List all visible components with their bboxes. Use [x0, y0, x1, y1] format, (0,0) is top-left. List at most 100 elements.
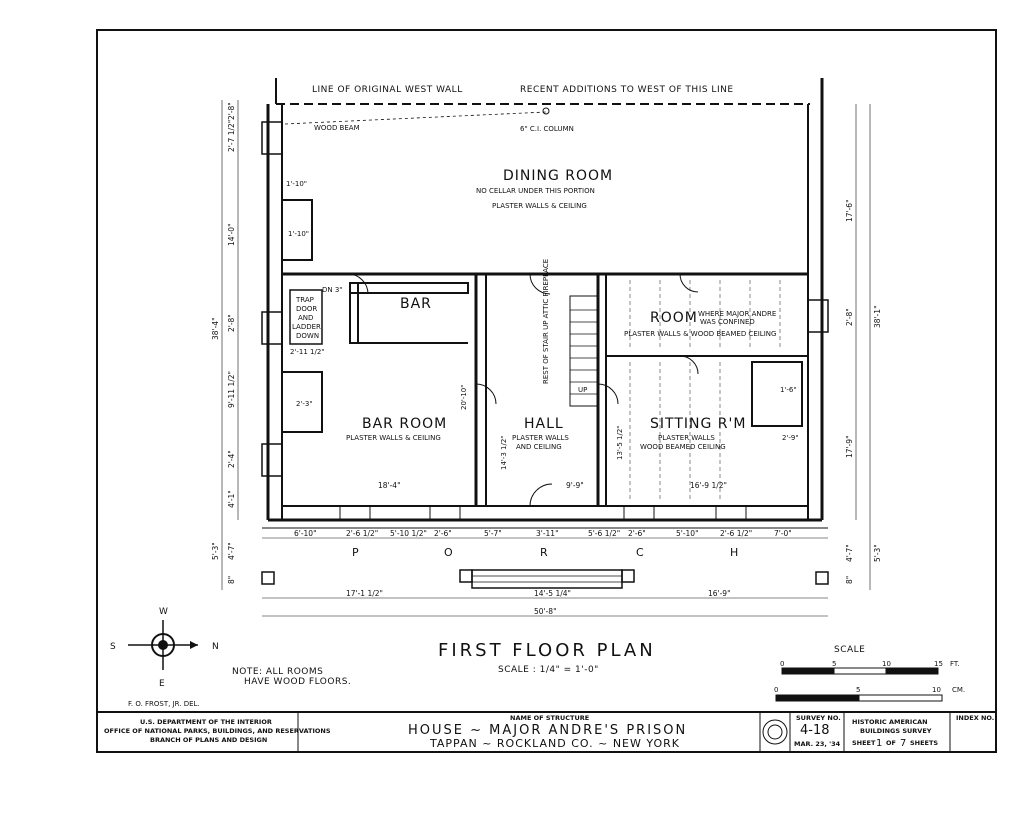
tb-name-label: NAME OF STRUCTURE: [510, 714, 589, 722]
dim-misc-1: 1'-10": [286, 180, 307, 188]
dim-left-9: 4'-7": [227, 542, 236, 560]
dimension-lines: [221, 100, 871, 617]
dim-porch-1: 17'-1 1/2": [346, 589, 383, 598]
scale-cm-5: 5: [856, 686, 860, 694]
dim-right-porch: 5'-3": [873, 544, 882, 562]
compass-s: S: [110, 642, 116, 652]
dim-front-3: 5'-10 1/2": [390, 529, 427, 538]
tb-index-label: INDEX NO.: [956, 714, 994, 722]
dim-sitting-width: 16'-9 1/2": [690, 481, 727, 490]
stair-note: REST OF STAIR UP ATTIC FIREPLACE: [542, 259, 550, 384]
tb-survey-no: 4-18: [800, 723, 830, 738]
sitting-room-finish-1: PLASTER WALLS: [658, 434, 715, 442]
dim-front-4: 2'-6": [434, 529, 452, 538]
dim-misc-6: 2'-3": [296, 400, 313, 408]
dim-front-1: 6'-10": [294, 529, 317, 538]
compass-e: E: [159, 679, 165, 689]
dim-right-1: 17'-6": [845, 199, 854, 222]
trap-door-5: DOWN: [296, 332, 319, 340]
scale-cm-10: 10: [932, 686, 941, 694]
dim-right-3: 17'-9": [845, 435, 854, 458]
scale-text: SCALE : 1/4" = 1'-0": [498, 665, 599, 675]
tb-habs-1: HISTORIC AMERICAN: [852, 718, 928, 726]
sheet-title: FIRST FLOOR PLAN: [438, 640, 656, 661]
sheet-border: [96, 29, 997, 753]
dim-front-8: 2'-6": [628, 529, 646, 538]
scale-ft-unit: FT.: [950, 660, 960, 668]
dim-left-1: 2'-8": [227, 102, 236, 120]
original-wall-label: LINE OF ORIGINAL WEST WALL: [312, 85, 463, 95]
tb-sheet-total: 7: [900, 738, 906, 749]
hall-finish-2: AND CEILING: [516, 443, 562, 451]
dim-left-7: 4'-1": [227, 490, 236, 508]
dim-front-6: 3'-11": [536, 529, 559, 538]
column-symbol: [542, 107, 550, 115]
dining-room-name: DINING ROOM: [503, 168, 613, 184]
scale-bar-cm: [775, 694, 943, 702]
north-arrow: [128, 620, 198, 670]
dim-misc-12: 14'-3 1/2": [500, 435, 508, 470]
dim-overall: 50'-8": [534, 607, 557, 616]
tb-sheet-of: OF: [886, 739, 896, 747]
dim-left-6: 2'-4": [227, 450, 236, 468]
dim-right-4: 4'-7": [845, 544, 854, 562]
dim-left-3: 14'-0": [227, 223, 236, 246]
dim-hall-width: 9'-9": [566, 481, 584, 490]
porch-letter-r: R: [540, 546, 549, 559]
scale-heading: SCALE: [834, 645, 865, 655]
dim-front-5: 5'-7": [484, 529, 502, 538]
dim-front-11: 7'-0": [774, 529, 792, 538]
tb-sheets-label: SHEETS: [910, 739, 938, 747]
bar-label: BAR: [400, 296, 432, 312]
tb-agency-2: OFFICE OF NATIONAL PARKS, BUILDINGS, AND…: [104, 727, 331, 735]
dim-left-4: 2'-8": [227, 314, 236, 332]
dim-left-8: 5'-3": [211, 542, 220, 560]
wood-beam-line: [284, 111, 547, 125]
dining-room-finish: PLASTER WALLS & CEILING: [492, 202, 587, 210]
porch-letter-h: H: [730, 546, 739, 559]
dim-left-2: 2'-7 1/2": [227, 120, 236, 152]
dim-porch-3: 16'-9": [708, 589, 731, 598]
tb-agency-3: BRANCH OF PLANS AND DESIGN: [150, 736, 267, 744]
tb-location: TAPPAN ~ ROCKLAND CO. ~ NEW YORK: [429, 737, 680, 750]
prison-room-note-2: WAS CONFINED: [700, 318, 755, 326]
tb-survey-date: MAR. 23, '34: [794, 740, 841, 748]
column-label: 6" C.I. COLUMN: [520, 125, 574, 133]
dim-front-9: 5'-10": [676, 529, 699, 538]
tb-survey-label: SURVEY NO.: [796, 714, 841, 722]
dim-porch-2: 14'-5 1/4": [534, 589, 571, 598]
recent-additions-label: RECENT ADDITIONS TO WEST OF THIS LINE: [520, 85, 734, 95]
tb-sheet-no: 1: [876, 738, 882, 749]
dim-misc-2: 1'-10": [288, 230, 309, 238]
dim-left-total: 38'-4": [211, 317, 220, 340]
dim-left-5: 9'-11 1/2": [227, 371, 236, 408]
tb-agency-1: U.S. DEPARTMENT OF THE INTERIOR: [140, 718, 272, 726]
note-line-2: HAVE WOOD FLOORS.: [244, 677, 351, 687]
wood-beam-label: WOOD BEAM: [314, 124, 360, 132]
floor-plan: [261, 78, 829, 589]
dim-bar-room-width: 18'-4": [378, 481, 401, 490]
dim-right-5: 8": [845, 576, 854, 584]
prison-room-finish: PLASTER WALLS & WOOD BEAMED CEILING: [624, 330, 776, 338]
scale-cm-0: 0: [774, 686, 778, 694]
dim-left-10: 8": [227, 576, 236, 584]
note-line-1: NOTE: ALL ROOMS: [232, 667, 323, 677]
dim-misc-17: 2'-9": [782, 434, 799, 442]
hall-finish-1: PLASTER WALLS: [512, 434, 569, 442]
trap-door-3: AND: [298, 314, 313, 322]
bar-room-finish: PLASTER WALLS & CEILING: [346, 434, 441, 442]
scale-ft-5: 5: [832, 660, 836, 668]
porch-letter-o: O: [444, 546, 454, 559]
prison-room-note-1: WHERE MAJOR ANDRE: [698, 310, 776, 318]
dim-misc-24: UP: [578, 386, 587, 394]
scale-ft-0: 0: [780, 660, 784, 668]
dim-front-7: 5'-6 1/2": [588, 529, 620, 538]
compass-n: N: [212, 642, 219, 652]
dim-front-2: 2'-6 1/2": [346, 529, 378, 538]
sitting-room-finish-2: WOOD BEAMED CEILING: [640, 443, 726, 451]
dim-misc-5: 2'-11 1/2": [290, 348, 325, 356]
tb-sheet-label: SHEET: [852, 739, 876, 747]
scale-bar-ft: [781, 667, 939, 675]
bar-room-name: BAR ROOM: [362, 416, 447, 432]
